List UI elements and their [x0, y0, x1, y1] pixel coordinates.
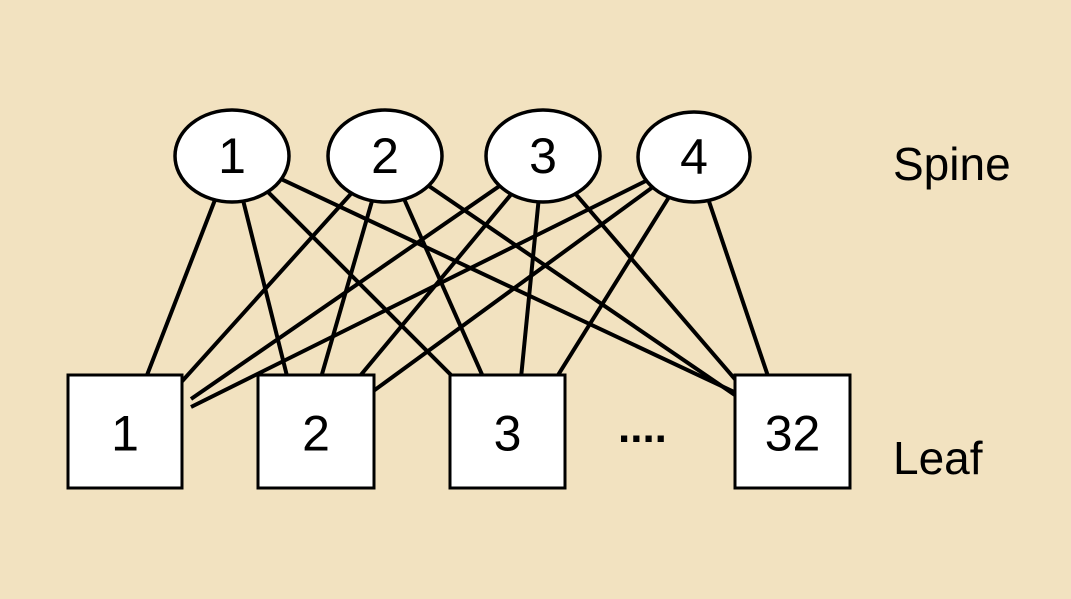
spine-ellipse-3	[484, 108, 602, 204]
leaf-rect-2	[256, 373, 376, 490]
spine-node-label: 2	[371, 128, 399, 184]
edge-spine4-leaf1	[190, 155, 695, 409]
edge-spine2-leaf1	[174, 154, 387, 390]
leaf-label: Leaf	[893, 432, 983, 484]
spine-ellipse-2	[326, 108, 444, 204]
leaf-ellipsis: ....	[618, 403, 667, 452]
spine-node-1: 1	[173, 108, 291, 204]
leaf-node-label: 2	[302, 406, 330, 462]
leaf-node-label: 1	[111, 406, 139, 462]
edge-spine1-leaf32	[231, 154, 748, 400]
spine-node-label: 3	[529, 128, 557, 184]
spine-node-3: 3	[484, 108, 602, 204]
leaf-rect-1	[66, 373, 184, 490]
spine-node-2: 2	[326, 108, 444, 204]
leaf-node-1: 1	[66, 373, 184, 490]
leaf-node-2: 2	[256, 373, 376, 490]
edge-spine4-leaf2	[370, 155, 696, 394]
leaf-node-32: 32	[733, 373, 852, 490]
nodes-layer: 1 2 3 4 1 2 3 32	[66, 108, 852, 490]
spine-node-label: 4	[680, 129, 708, 185]
edge-spine2-leaf32	[383, 154, 750, 406]
leaf-rect-32	[733, 373, 852, 490]
labels-layer: Spine Leaf ....	[618, 138, 1011, 484]
spine-ellipse-4	[636, 110, 752, 204]
edge-spine1-leaf3	[230, 154, 460, 384]
edge-spine3-leaf1	[189, 154, 545, 401]
leaf-rect-3	[448, 373, 567, 490]
edge-spine3-leaf32	[541, 154, 748, 394]
leaf-node-3: 3	[448, 373, 567, 490]
spine-node-4: 4	[636, 110, 752, 204]
leaf-node-label: 3	[494, 406, 522, 462]
leaf-node-label: 32	[765, 406, 821, 462]
spine-label: Spine	[893, 138, 1011, 190]
spine-node-label: 1	[218, 128, 246, 184]
spine-ellipse-1	[173, 108, 291, 204]
